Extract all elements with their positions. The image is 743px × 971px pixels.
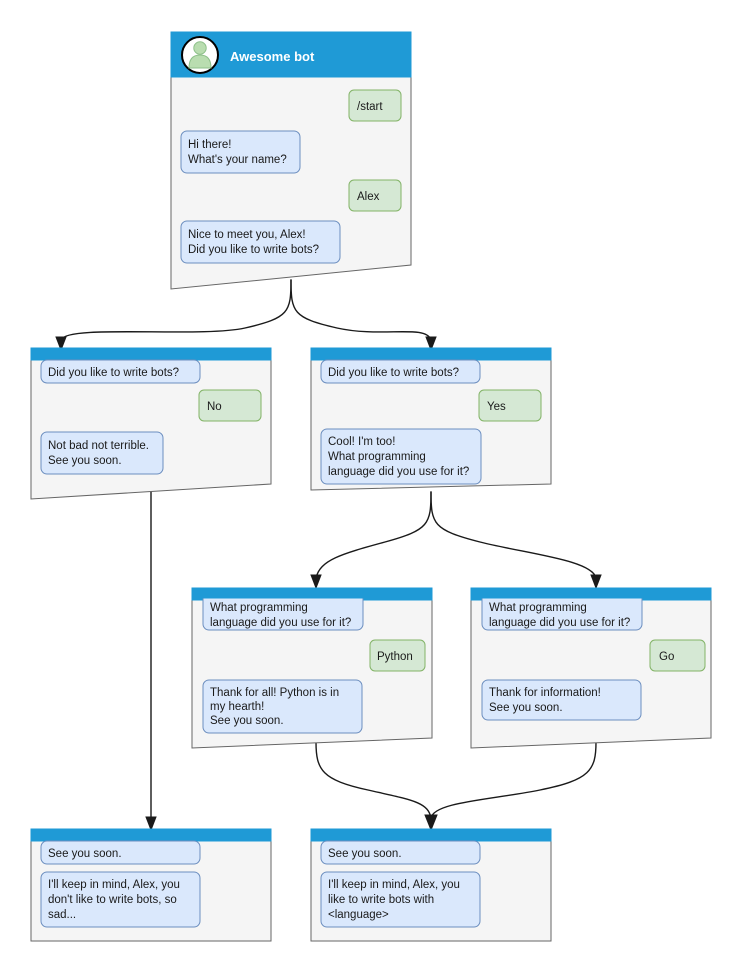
message-bubble: Cool! I'm too! What programming language… bbox=[320, 428, 482, 485]
bubble-line: No bbox=[207, 401, 222, 413]
message-bubble: See you soon. bbox=[40, 840, 201, 865]
message-bubble: I'll keep in mind, Alex, you don't like … bbox=[40, 871, 201, 928]
bubble-line: language did you use for it? bbox=[489, 617, 630, 629]
bubble-line: Thank for information! bbox=[489, 687, 601, 699]
bubble-line: Thank for all! Python is in bbox=[210, 687, 339, 699]
bubble-line: Hi there! bbox=[188, 139, 231, 151]
bubble-line: See you soon. bbox=[210, 715, 284, 727]
message-bubble: Did you like to write bots? bbox=[40, 359, 201, 384]
bubble-line: See you soon. bbox=[489, 702, 563, 714]
message-bubble: Thank for all! Python is in my hearth! S… bbox=[202, 679, 363, 734]
bubble-line: Yes bbox=[487, 401, 506, 413]
bubble-line: See you soon. bbox=[328, 848, 402, 860]
card-yes[interactable]: Did you like to write bots? Yes Cool! I'… bbox=[310, 347, 552, 491]
bubble-line: don't like to write bots, so bbox=[48, 894, 177, 906]
card-no[interactable]: Did you like to write bots? No Not bad n… bbox=[30, 347, 272, 500]
bubble-line: Did you like to write bots? bbox=[188, 244, 319, 256]
connector-layer bbox=[55, 279, 602, 832]
bubble-line: Cool! I'm too! bbox=[328, 436, 395, 448]
card-go[interactable]: What programming language did you use fo… bbox=[470, 587, 712, 749]
connector-go-to-end-happy bbox=[430, 741, 597, 819]
arrowhead-end-happy-left bbox=[424, 814, 438, 832]
message-bubble: I'll keep in mind, Alex, you like to wri… bbox=[320, 871, 481, 928]
card-start[interactable]: Awesome bot /start Hi there! What's your… bbox=[170, 31, 412, 290]
message-bubble: Thank for information! See you soon. bbox=[481, 679, 642, 721]
bubble-line: like to write bots with bbox=[328, 894, 434, 906]
bubble-line: <language> bbox=[328, 909, 389, 921]
connector-python-to-end-happy bbox=[315, 741, 432, 819]
bubble-line: See you soon. bbox=[48, 848, 122, 860]
bubble-line: I'll keep in mind, Alex, you bbox=[328, 879, 460, 891]
connector-yes-to-go bbox=[430, 491, 597, 579]
bubble-line: See you soon. bbox=[48, 455, 122, 467]
bubble-line: sad... bbox=[48, 909, 76, 921]
message-bubble: What programming language did you use fo… bbox=[470, 587, 712, 631]
message-bubble: Go bbox=[649, 639, 706, 672]
card-start-title: Awesome bot bbox=[230, 49, 315, 64]
card-end-happy-header bbox=[310, 828, 552, 842]
bubble-line: Python bbox=[377, 651, 413, 663]
arrowhead-go bbox=[590, 574, 602, 590]
message-bubble: Did you like to write bots? bbox=[320, 359, 481, 384]
arrowhead-yes bbox=[425, 336, 437, 352]
bubble-line: Not bad not terrible. bbox=[48, 440, 149, 452]
message-bubble: Not bad not terrible. See you soon. bbox=[40, 431, 164, 475]
bubble-line: Did you like to write bots? bbox=[48, 367, 179, 379]
card-end-sad[interactable]: See you soon. I'll keep in mind, Alex, y… bbox=[30, 828, 272, 942]
bubble-line: language did you use for it? bbox=[328, 466, 469, 478]
bubble-line: Go bbox=[659, 651, 674, 663]
message-bubble: See you soon. bbox=[320, 840, 481, 865]
card-end-happy[interactable]: See you soon. I'll keep in mind, Alex, y… bbox=[310, 828, 552, 942]
message-bubble: /start bbox=[348, 89, 402, 122]
message-bubble: Python bbox=[369, 639, 426, 672]
bubble-line: What programming bbox=[328, 451, 426, 463]
card-no-header bbox=[30, 347, 272, 361]
bubble-line: /start bbox=[357, 101, 383, 113]
message-bubble: Alex bbox=[348, 179, 402, 212]
bubble-line: Did you like to write bots? bbox=[328, 367, 459, 379]
card-end-sad-header bbox=[30, 828, 272, 842]
message-bubble: Yes bbox=[478, 389, 542, 422]
card-python[interactable]: What programming language did you use fo… bbox=[191, 587, 433, 749]
message-bubble: No bbox=[198, 389, 262, 422]
connector-start-to-no bbox=[60, 279, 292, 341]
message-bubble: Hi there! What's your name? bbox=[180, 130, 301, 174]
connector-start-to-yes bbox=[290, 279, 432, 341]
bubble-line: Alex bbox=[357, 191, 380, 203]
connector-yes-to-python bbox=[315, 491, 432, 579]
card-yes-header bbox=[310, 347, 552, 361]
bubble-line: What's your name? bbox=[188, 154, 287, 166]
arrowhead-no bbox=[55, 336, 67, 352]
message-bubble: What programming language did you use fo… bbox=[191, 587, 433, 631]
bubble-line: I'll keep in mind, Alex, you bbox=[48, 879, 180, 891]
bubble-line: Nice to meet you, Alex! bbox=[188, 229, 306, 241]
bubble-line: my hearth! bbox=[210, 701, 264, 713]
bubble-line: What programming bbox=[489, 602, 587, 614]
arrowhead-end-sad bbox=[145, 816, 157, 832]
avatar bbox=[181, 36, 219, 74]
message-bubble: Nice to meet you, Alex! Did you like to … bbox=[180, 220, 341, 264]
bubble-line: language did you use for it? bbox=[210, 617, 351, 629]
arrowhead-python bbox=[310, 574, 322, 590]
bubble-line: What programming bbox=[210, 602, 308, 614]
